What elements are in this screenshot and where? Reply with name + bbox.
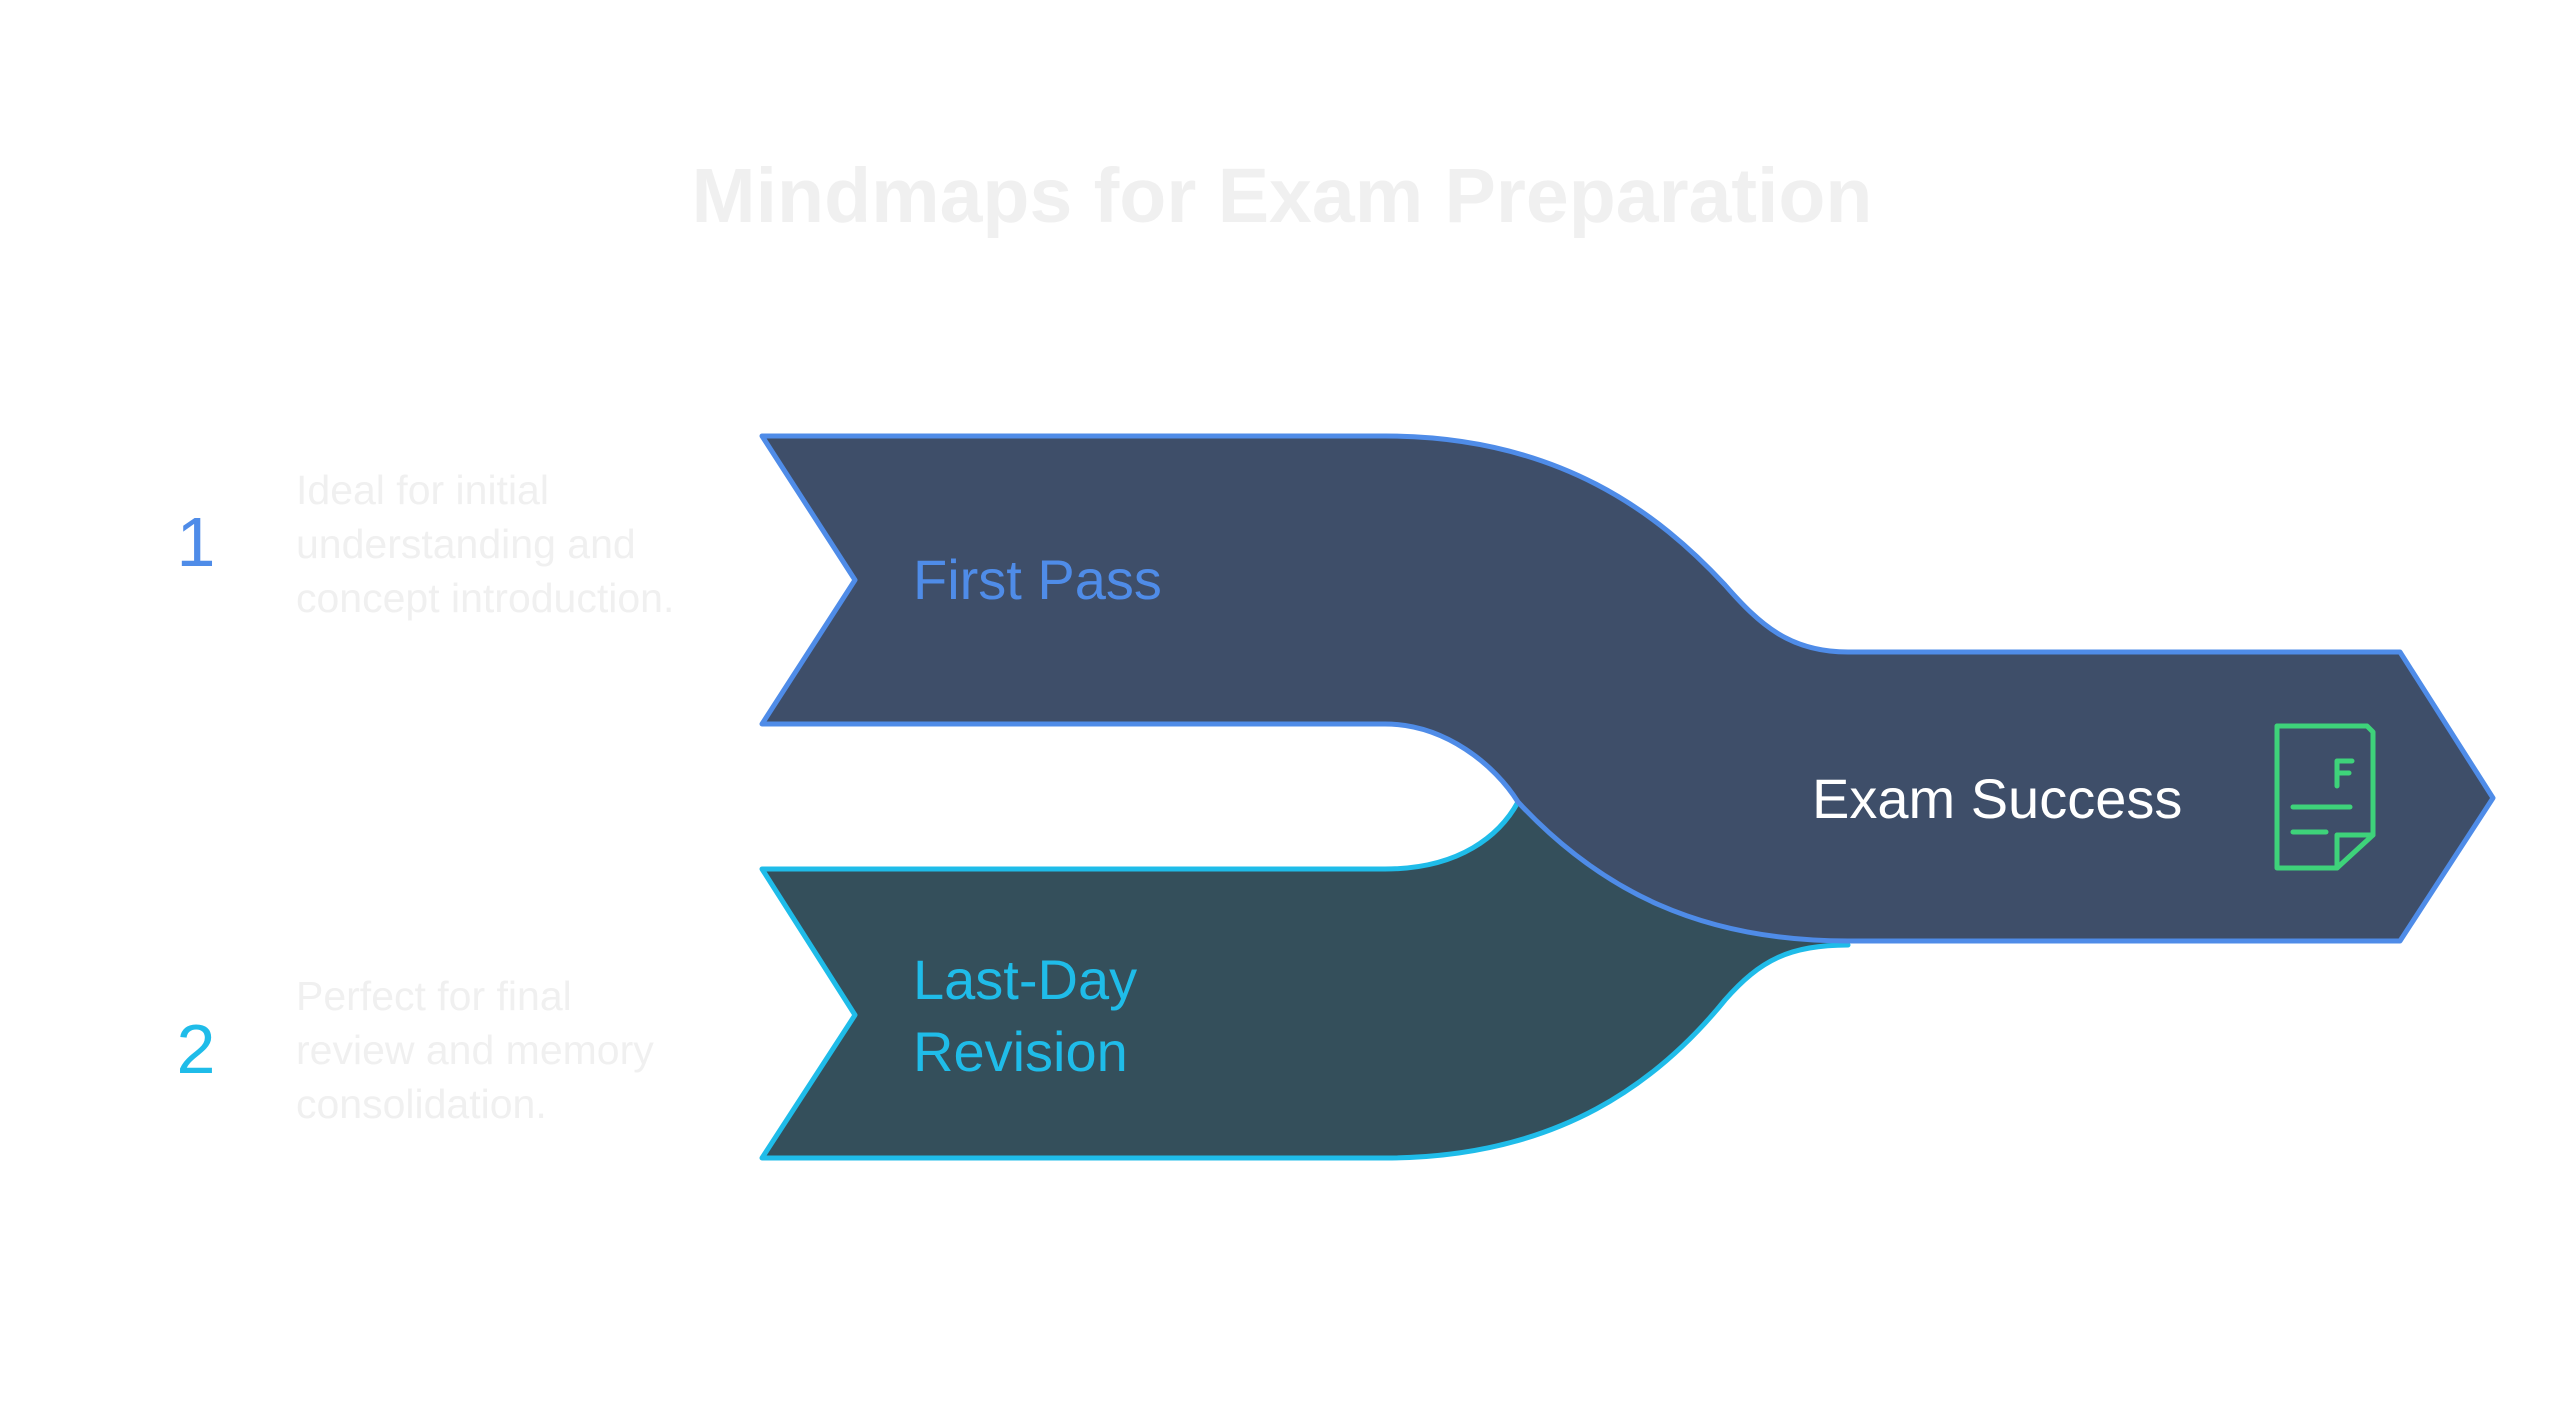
last-day-revision-label-line: Last-Day (913, 948, 1137, 1011)
first-pass-label: First Pass (913, 548, 1162, 611)
diagram-title: Mindmaps for Exam Preparation (692, 153, 1873, 239)
description-line: understanding and (296, 521, 636, 567)
description-line: review and memory (296, 1027, 654, 1073)
exam-success-label: Exam Success (1812, 767, 2182, 830)
step-number-2: 2 (177, 1010, 216, 1088)
exam-paper-icon (2274, 723, 2376, 871)
description-line: consolidation. (296, 1081, 547, 1127)
last-day-revision-label-line: Revision (913, 1020, 1128, 1083)
last-day-revision-arrow (759, 799, 1851, 1161)
description-line: Perfect for final (296, 973, 572, 1019)
step-number-1: 1 (177, 503, 216, 581)
description-line: concept introduction. (296, 575, 674, 621)
first-pass-merge-arrow (759, 433, 2496, 944)
description-line: Ideal for initial (296, 467, 549, 513)
